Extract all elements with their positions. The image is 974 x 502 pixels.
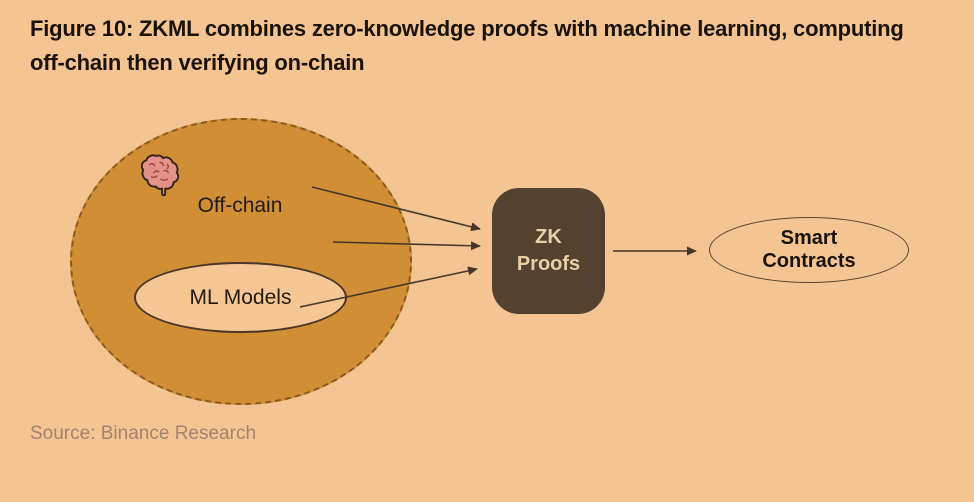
source-text: Source: Binance Research [30,423,257,444]
smart-contracts-ellipse: Smart Contracts [709,217,909,283]
offchain-label: Off-chain [197,194,283,217]
zk-proofs-box: ZK Proofs [492,188,605,314]
ml-models-ellipse: ML Models [134,262,347,333]
brain-icon [141,154,179,197]
figure-title-line1: Figure 10: ZKML combines zero-knowledge … [30,16,904,41]
smart-contracts-label: Smart Contracts [762,227,856,272]
figure-title: Figure 10: ZKML combines zero-knowledge … [30,12,904,80]
zk-proofs-label: ZK Proofs [516,226,581,275]
figure-title-line2: off-chain then verifying on-chain [30,50,365,75]
ml-models-label: ML Models [189,285,292,309]
